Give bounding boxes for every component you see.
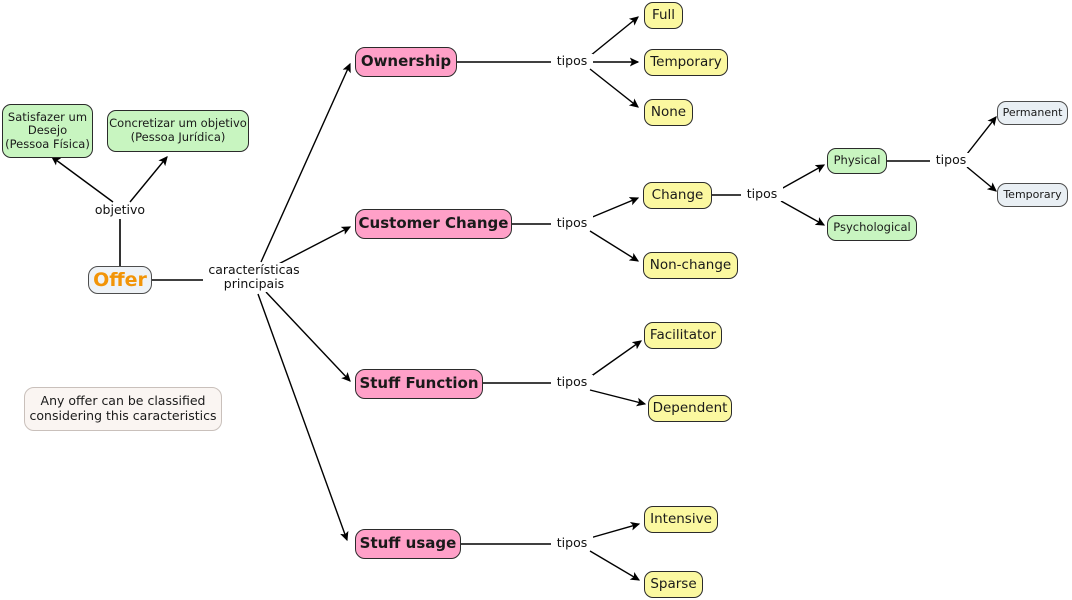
node-offer[interactable]: Offer [88, 266, 152, 294]
node-stuff-function[interactable]: Stuff Function [355, 369, 483, 399]
node-objective-company[interactable]: Concretizar um objetivo (Pessoa Jurídica… [107, 110, 249, 152]
edge-label-caracteristicas-principais: características principais [203, 262, 305, 292]
node-stuff-usage[interactable]: Stuff usage [355, 529, 461, 559]
edge-objetivo-company [129, 156, 168, 203]
edge-tipos-facilitator [589, 340, 643, 378]
node-permanent[interactable]: Permanent [997, 101, 1068, 125]
edge-label-objetivo: objetivo [89, 202, 151, 218]
node-ownership-full[interactable]: Full [644, 2, 683, 29]
node-intensive[interactable]: Intensive [644, 506, 718, 533]
edge-label-tipos-ownership: tipos [551, 53, 593, 69]
edge-label-tipos-change: tipos [741, 186, 783, 202]
edge-tipos-permanent [966, 116, 997, 155]
node-sparse[interactable]: Sparse [644, 571, 703, 598]
node-change[interactable]: Change [643, 182, 712, 209]
edge-hub-ownership [260, 62, 351, 263]
edge-label-tipos-stuff-function: tipos [551, 374, 593, 390]
node-non-change[interactable]: Non-change [643, 252, 738, 279]
edge-tipos-none [589, 68, 639, 108]
node-ownership-temporary[interactable]: Temporary [644, 49, 728, 76]
edge-hub-stuff-usage [257, 293, 349, 542]
edge-tipos-dependent [589, 389, 647, 407]
edge-objetivo-person [51, 156, 114, 203]
edge-hub-stuff-function [265, 291, 351, 382]
node-ownership[interactable]: Ownership [355, 47, 457, 77]
node-ownership-none[interactable]: None [644, 99, 693, 126]
node-temporary[interactable]: Temporary [997, 183, 1068, 207]
edge-label-tipos-physical: tipos [930, 152, 972, 168]
node-dependent[interactable]: Dependent [648, 395, 732, 422]
edge-tipos-intensive [589, 522, 641, 539]
edge-tipos-psychological [780, 200, 826, 226]
edge-tipos-temporary [966, 166, 997, 192]
edge-tipos-change [589, 197, 640, 219]
node-customer-change[interactable]: Customer Change [355, 209, 512, 239]
node-psychological[interactable]: Psychological [827, 215, 917, 241]
node-facilitator[interactable]: Facilitator [644, 322, 722, 349]
edge-tipos-non-change [589, 230, 640, 262]
edge-label-tipos-stuff-usage: tipos [551, 535, 593, 551]
note-classification: Any offer can be classified considering … [24, 387, 222, 431]
node-physical[interactable]: Physical [827, 148, 887, 174]
edge-tipos-sparse [589, 550, 641, 581]
edge-label-tipos-customer-change: tipos [551, 215, 593, 231]
edge-tipos-full [589, 16, 639, 57]
node-objective-person[interactable]: Satisfazer um Desejo (Pessoa Física) [2, 104, 93, 158]
edge-tipos-physical [780, 164, 826, 190]
